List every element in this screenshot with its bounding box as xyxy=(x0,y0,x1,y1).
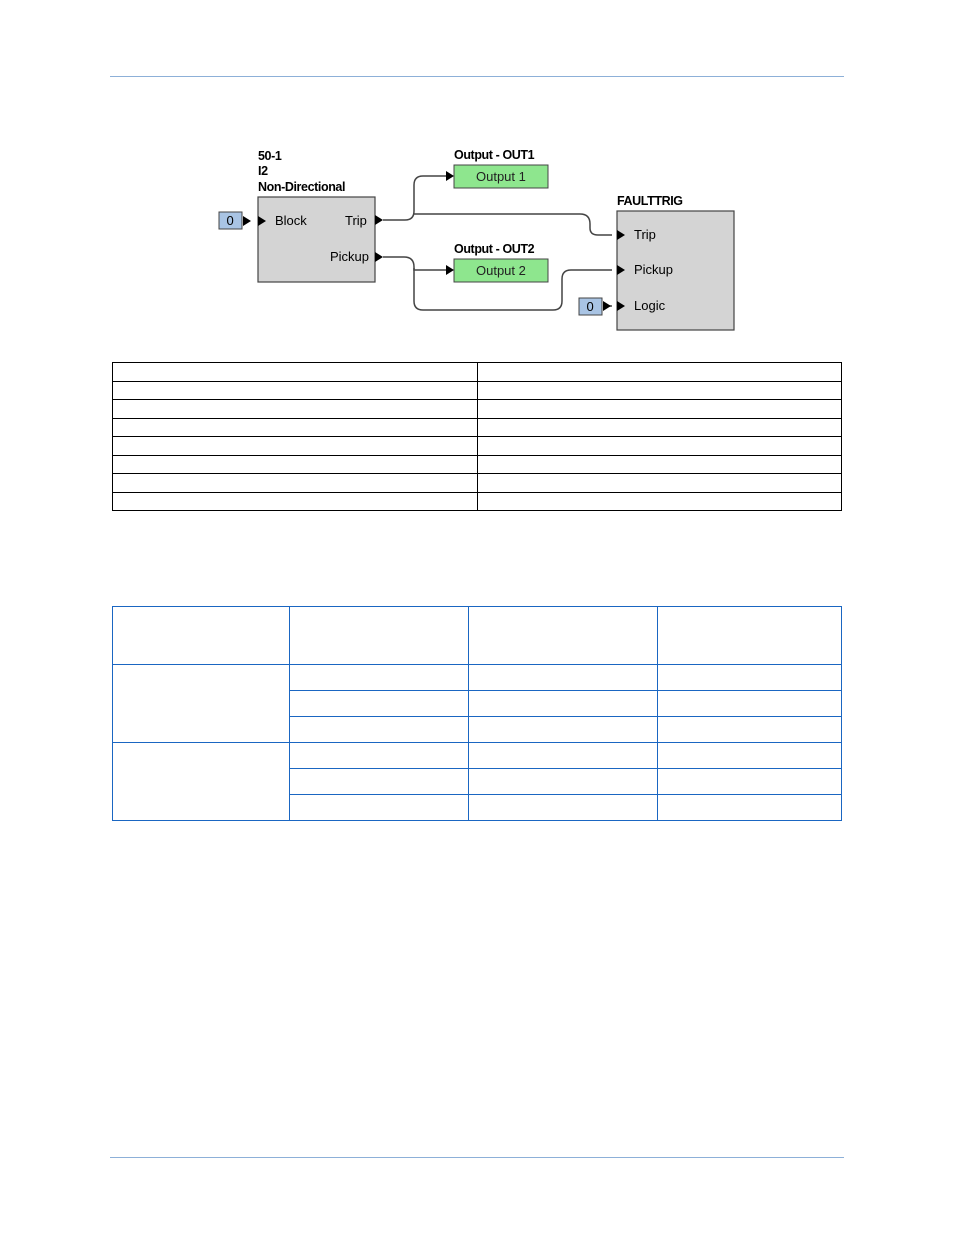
table-row xyxy=(113,716,842,743)
table-cell xyxy=(476,436,842,456)
table-cell xyxy=(289,716,469,743)
table-cell xyxy=(657,742,842,769)
faulttrig-input-logic: Logic xyxy=(634,298,666,313)
wire-trip-faulttrig xyxy=(414,213,612,236)
block-50-output-pickup: Pickup xyxy=(330,249,369,264)
block-output-arrow-icon xyxy=(375,252,383,262)
const-arrow-icon xyxy=(603,301,611,311)
table-cell xyxy=(468,742,658,769)
table-header-cell xyxy=(657,606,842,665)
table-row xyxy=(113,690,842,717)
table-cell xyxy=(468,690,658,717)
block-50-body[interactable] xyxy=(257,196,376,283)
table-cell xyxy=(112,362,478,382)
const-arrow-icon xyxy=(243,216,251,226)
table-row xyxy=(112,742,842,821)
block-50-input-block: Block xyxy=(275,213,307,228)
table-cell xyxy=(657,690,842,717)
wire-pickup-faulttrig xyxy=(413,268,612,311)
const-block-1-value: 0 xyxy=(227,213,234,228)
table-row xyxy=(112,491,842,511)
block-50-title-line-2: I2 xyxy=(258,164,268,178)
table-row xyxy=(112,454,842,474)
table-row xyxy=(112,473,842,493)
table-cell xyxy=(468,768,658,795)
table-cell xyxy=(657,716,842,743)
wire-pickup-out2 xyxy=(383,256,448,271)
table-cell xyxy=(112,436,478,456)
table-row xyxy=(112,417,842,437)
table-cell xyxy=(476,399,842,419)
block-output-arrow-icon xyxy=(375,215,383,225)
table-cell xyxy=(476,417,842,437)
table-row xyxy=(112,399,842,419)
table-cell xyxy=(657,794,842,821)
table-cell xyxy=(468,664,658,691)
table-cell xyxy=(657,768,842,795)
table-cell xyxy=(468,794,658,821)
output-input-arrow-icon xyxy=(446,265,454,275)
table-cell xyxy=(476,380,842,400)
table-header-cell xyxy=(289,606,469,665)
table-cell xyxy=(112,380,478,400)
faulttrig-input-arrow-icon xyxy=(617,301,625,311)
output-out2-block[interactable] xyxy=(453,258,549,283)
block-50-output-trip: Trip xyxy=(345,213,367,228)
wire-trip-out1 xyxy=(383,175,448,221)
table-cell xyxy=(468,716,658,743)
table-cell xyxy=(289,664,469,691)
table-cell xyxy=(112,473,478,493)
table-group-cell xyxy=(112,742,290,821)
faulttrig-input-arrow-icon xyxy=(617,230,625,240)
table-cell xyxy=(657,664,842,691)
table-cell xyxy=(112,491,478,511)
faulttrig-input-pickup: Pickup xyxy=(634,262,673,277)
table-cell xyxy=(289,794,469,821)
const-block-1[interactable] xyxy=(218,211,243,230)
table-cell xyxy=(112,399,478,419)
faulttrig-input-trip: Trip xyxy=(634,227,656,242)
table-header-cell xyxy=(112,606,290,665)
output-input-arrow-icon xyxy=(446,171,454,181)
table-group-cell xyxy=(112,664,290,743)
table-cell xyxy=(476,491,842,511)
table-cell xyxy=(476,362,842,382)
faulttrig-title: FAULTTRIG xyxy=(617,194,683,208)
table-cell xyxy=(289,690,469,717)
block-50-title-line-3: Non-Directional xyxy=(258,180,345,194)
header-rule xyxy=(110,76,844,77)
output-out2-label: Output 2 xyxy=(476,263,526,278)
footer-rule xyxy=(110,1157,844,1158)
test-results-table xyxy=(112,606,842,821)
table-row xyxy=(112,436,842,456)
table-header-cell xyxy=(468,606,658,665)
block-input-arrow-icon xyxy=(258,216,266,226)
table-row xyxy=(112,664,842,743)
table-cell xyxy=(476,473,842,493)
logic-diagram: 50-1 I2 Non-Directional Block Trip Picku… xyxy=(218,148,735,331)
output-out2-title: Output - OUT2 xyxy=(454,242,535,256)
table-cell xyxy=(112,454,478,474)
table-row xyxy=(112,380,842,400)
table-cell xyxy=(476,454,842,474)
output-out1-label: Output 1 xyxy=(476,169,526,184)
faulttrig-input-arrow-icon xyxy=(617,265,625,275)
table-cell xyxy=(112,417,478,437)
block-50-title-line-1: 50-1 xyxy=(258,149,282,163)
const-block-2[interactable] xyxy=(578,297,603,316)
settings-table-1 xyxy=(112,362,842,511)
table-row xyxy=(113,794,842,821)
table-header-row xyxy=(112,606,842,665)
const-block-2-value: 0 xyxy=(587,299,594,314)
output-out1-block[interactable] xyxy=(453,164,549,189)
output-out1-title: Output - OUT1 xyxy=(454,148,535,162)
table-row xyxy=(112,362,842,382)
table-cell xyxy=(289,768,469,795)
table-cell xyxy=(289,742,469,769)
